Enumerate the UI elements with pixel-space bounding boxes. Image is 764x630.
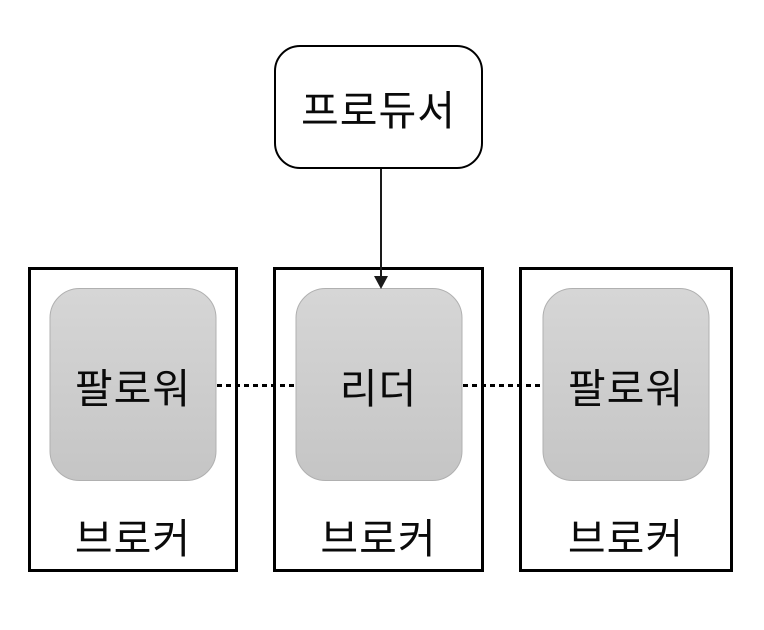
producer-to-leader-line — [380, 169, 382, 277]
broker-label: 브로커 — [567, 516, 685, 562]
leader-partition: 리더 — [295, 288, 462, 481]
broker-box-middle: 리더 브로커 — [273, 267, 484, 572]
producer-label: 프로듀서 — [301, 88, 456, 134]
arrowhead-down-icon — [374, 276, 388, 289]
broker-box-left: 팔로워 브로커 — [28, 267, 238, 572]
partition-label: 리더 — [339, 365, 418, 412]
broker-label: 브로커 — [320, 516, 437, 562]
producer-node: 프로듀서 — [274, 45, 483, 169]
partition-label: 팔로워 — [567, 365, 685, 412]
replication-link-left — [217, 384, 295, 387]
broker-label: 브로커 — [74, 516, 192, 562]
follower-partition-left: 팔로워 — [49, 288, 217, 481]
follower-partition-right: 팔로워 — [542, 288, 710, 481]
broker-box-right: 팔로워 브로커 — [519, 267, 733, 572]
replication-link-right — [463, 384, 543, 387]
partition-label: 팔로워 — [74, 365, 192, 412]
